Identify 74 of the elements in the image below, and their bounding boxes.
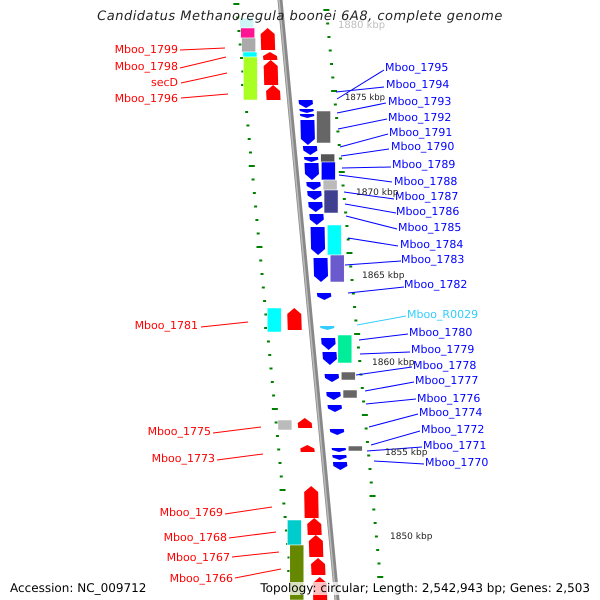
leader-line (342, 166, 392, 168)
leader-line (180, 56, 226, 68)
position-label: 1865 kbp (362, 271, 404, 281)
leader-line (224, 506, 272, 514)
gene-label: Mboo_1798 (114, 60, 178, 73)
leader-line (338, 174, 392, 182)
gene-label: Mboo_1793 (388, 95, 452, 108)
gene-label: Mboo_1768 (164, 531, 227, 544)
gene-label: Mboo_1790 (391, 140, 454, 153)
leader-line (366, 398, 416, 404)
gene-label: Mboo_1777 (415, 374, 478, 387)
leader-line (180, 72, 228, 84)
leader-line (356, 366, 412, 376)
gene-label: Mboo_R0029 (407, 308, 478, 321)
leader-line (344, 204, 396, 214)
leader-line (364, 382, 414, 392)
gene-label: Mboo_1770 (425, 456, 488, 469)
gene-label: Mboo_1778 (413, 359, 476, 372)
leader-line (336, 102, 386, 114)
gene-label: Mboo_1781 (134, 319, 198, 332)
gene-label: Mboo_1769 (160, 506, 223, 519)
gene-label: Mboo_1784 (400, 238, 464, 251)
gene-label: Mboo_1791 (389, 126, 452, 139)
gene-label: Mboo_1785 (398, 221, 462, 234)
position-label: 1875 kbp (345, 93, 386, 103)
footer-text: Topology: circular; Length: 2,542,943 bp; Genes: 2,503 (260, 582, 590, 595)
gene-label: Mboo_1772 (421, 423, 484, 436)
gene-label: Mboo_1783 (401, 253, 464, 266)
leader-line (216, 454, 264, 460)
leader-line (228, 532, 276, 538)
footer-text: Accession: NC_009712 (10, 582, 146, 595)
leader-line (200, 322, 248, 328)
position-label: 1850 kbp (390, 532, 432, 542)
gene-label: secD (150, 76, 178, 89)
gene-label: Mboo_1766 (170, 572, 233, 585)
leader-line (180, 48, 226, 50)
leader-line (348, 286, 404, 294)
leader-line (344, 260, 402, 266)
leader-line (232, 552, 280, 558)
leader-line (336, 70, 384, 100)
leader-line (180, 94, 228, 98)
leader-line (340, 148, 390, 156)
gene-label: Mboo_1776 (417, 392, 480, 405)
gene-label: Mboo_1782 (404, 278, 468, 291)
leader-line (370, 430, 420, 446)
leader-line (348, 238, 398, 246)
leader-line (358, 334, 408, 340)
gene-label: Mboo_1775 (148, 425, 211, 438)
gene-label: Mboo_1767 (166, 551, 230, 564)
gene-label: Mboo_1786 (396, 205, 460, 218)
position-label: 1880 kbp (338, 21, 386, 31)
gene-label: Mboo_1796 (114, 92, 178, 105)
gene-label: Mboo_1774 (419, 406, 482, 419)
gene-label: Mboo_1794 (386, 78, 450, 91)
gene-label: Mboo_1789 (392, 158, 456, 171)
leader-line (212, 426, 262, 434)
leader-line (366, 446, 422, 452)
leader-line (340, 134, 388, 148)
leader-line (336, 86, 384, 92)
leader-line (368, 414, 418, 428)
gene-label: Mboo_1773 (152, 452, 215, 465)
leader-line (360, 352, 410, 354)
leader-line (374, 460, 424, 464)
leader-line (338, 118, 388, 130)
gene-label: Mboo_1788 (394, 175, 458, 188)
gene-label: Mboo_1795 (385, 61, 448, 74)
gene-label: Mboo_1799 (114, 43, 178, 56)
gene-label: Mboo_1780 (409, 326, 472, 339)
position-label: 1860 kbp (372, 358, 414, 368)
gene-label: Mboo_1779 (411, 343, 474, 356)
leader-line (356, 316, 406, 326)
leader-line (346, 216, 398, 230)
leader-line (234, 568, 282, 578)
gene-label: Mboo_1792 (388, 111, 452, 124)
